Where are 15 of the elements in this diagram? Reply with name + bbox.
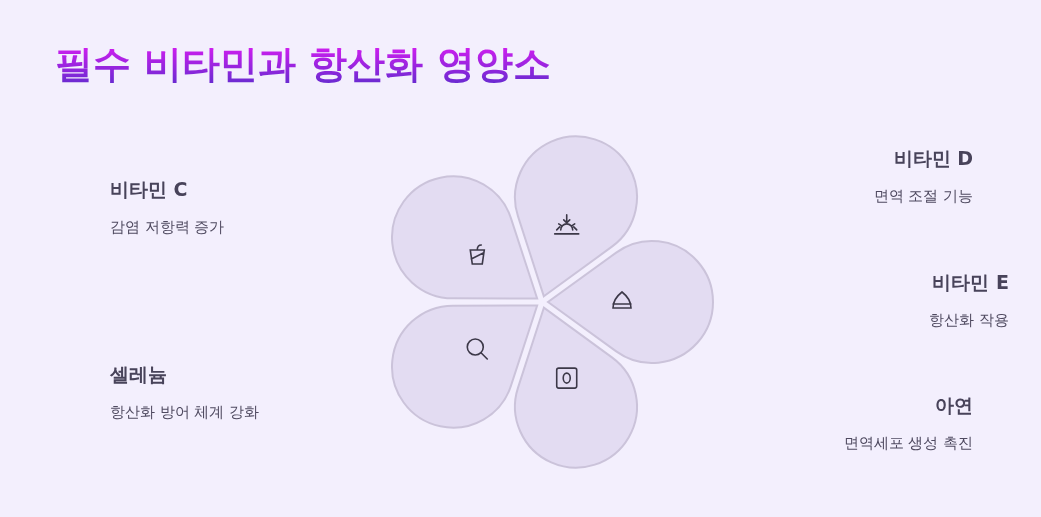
description: 감염 저항력 증가 bbox=[110, 218, 225, 237]
petal-shape bbox=[391, 175, 539, 300]
petal-shape bbox=[514, 135, 638, 298]
description: 항산화 작용 bbox=[929, 311, 1009, 330]
heading: 비타민 E bbox=[932, 271, 1009, 294]
petal-shape bbox=[514, 306, 638, 469]
description: 면역 조절 기능 bbox=[873, 187, 973, 206]
heading: 셀레늄 bbox=[110, 363, 167, 386]
petal-shape bbox=[391, 304, 539, 429]
heading: 비타민 C bbox=[110, 178, 188, 201]
petal-shape bbox=[547, 240, 714, 364]
heading: 비타민 D bbox=[893, 147, 973, 170]
description: 항산화 방어 체계 강화 bbox=[110, 403, 259, 422]
heading: 아연 bbox=[935, 394, 973, 417]
description: 면역세포 생성 촉진 bbox=[843, 434, 973, 453]
